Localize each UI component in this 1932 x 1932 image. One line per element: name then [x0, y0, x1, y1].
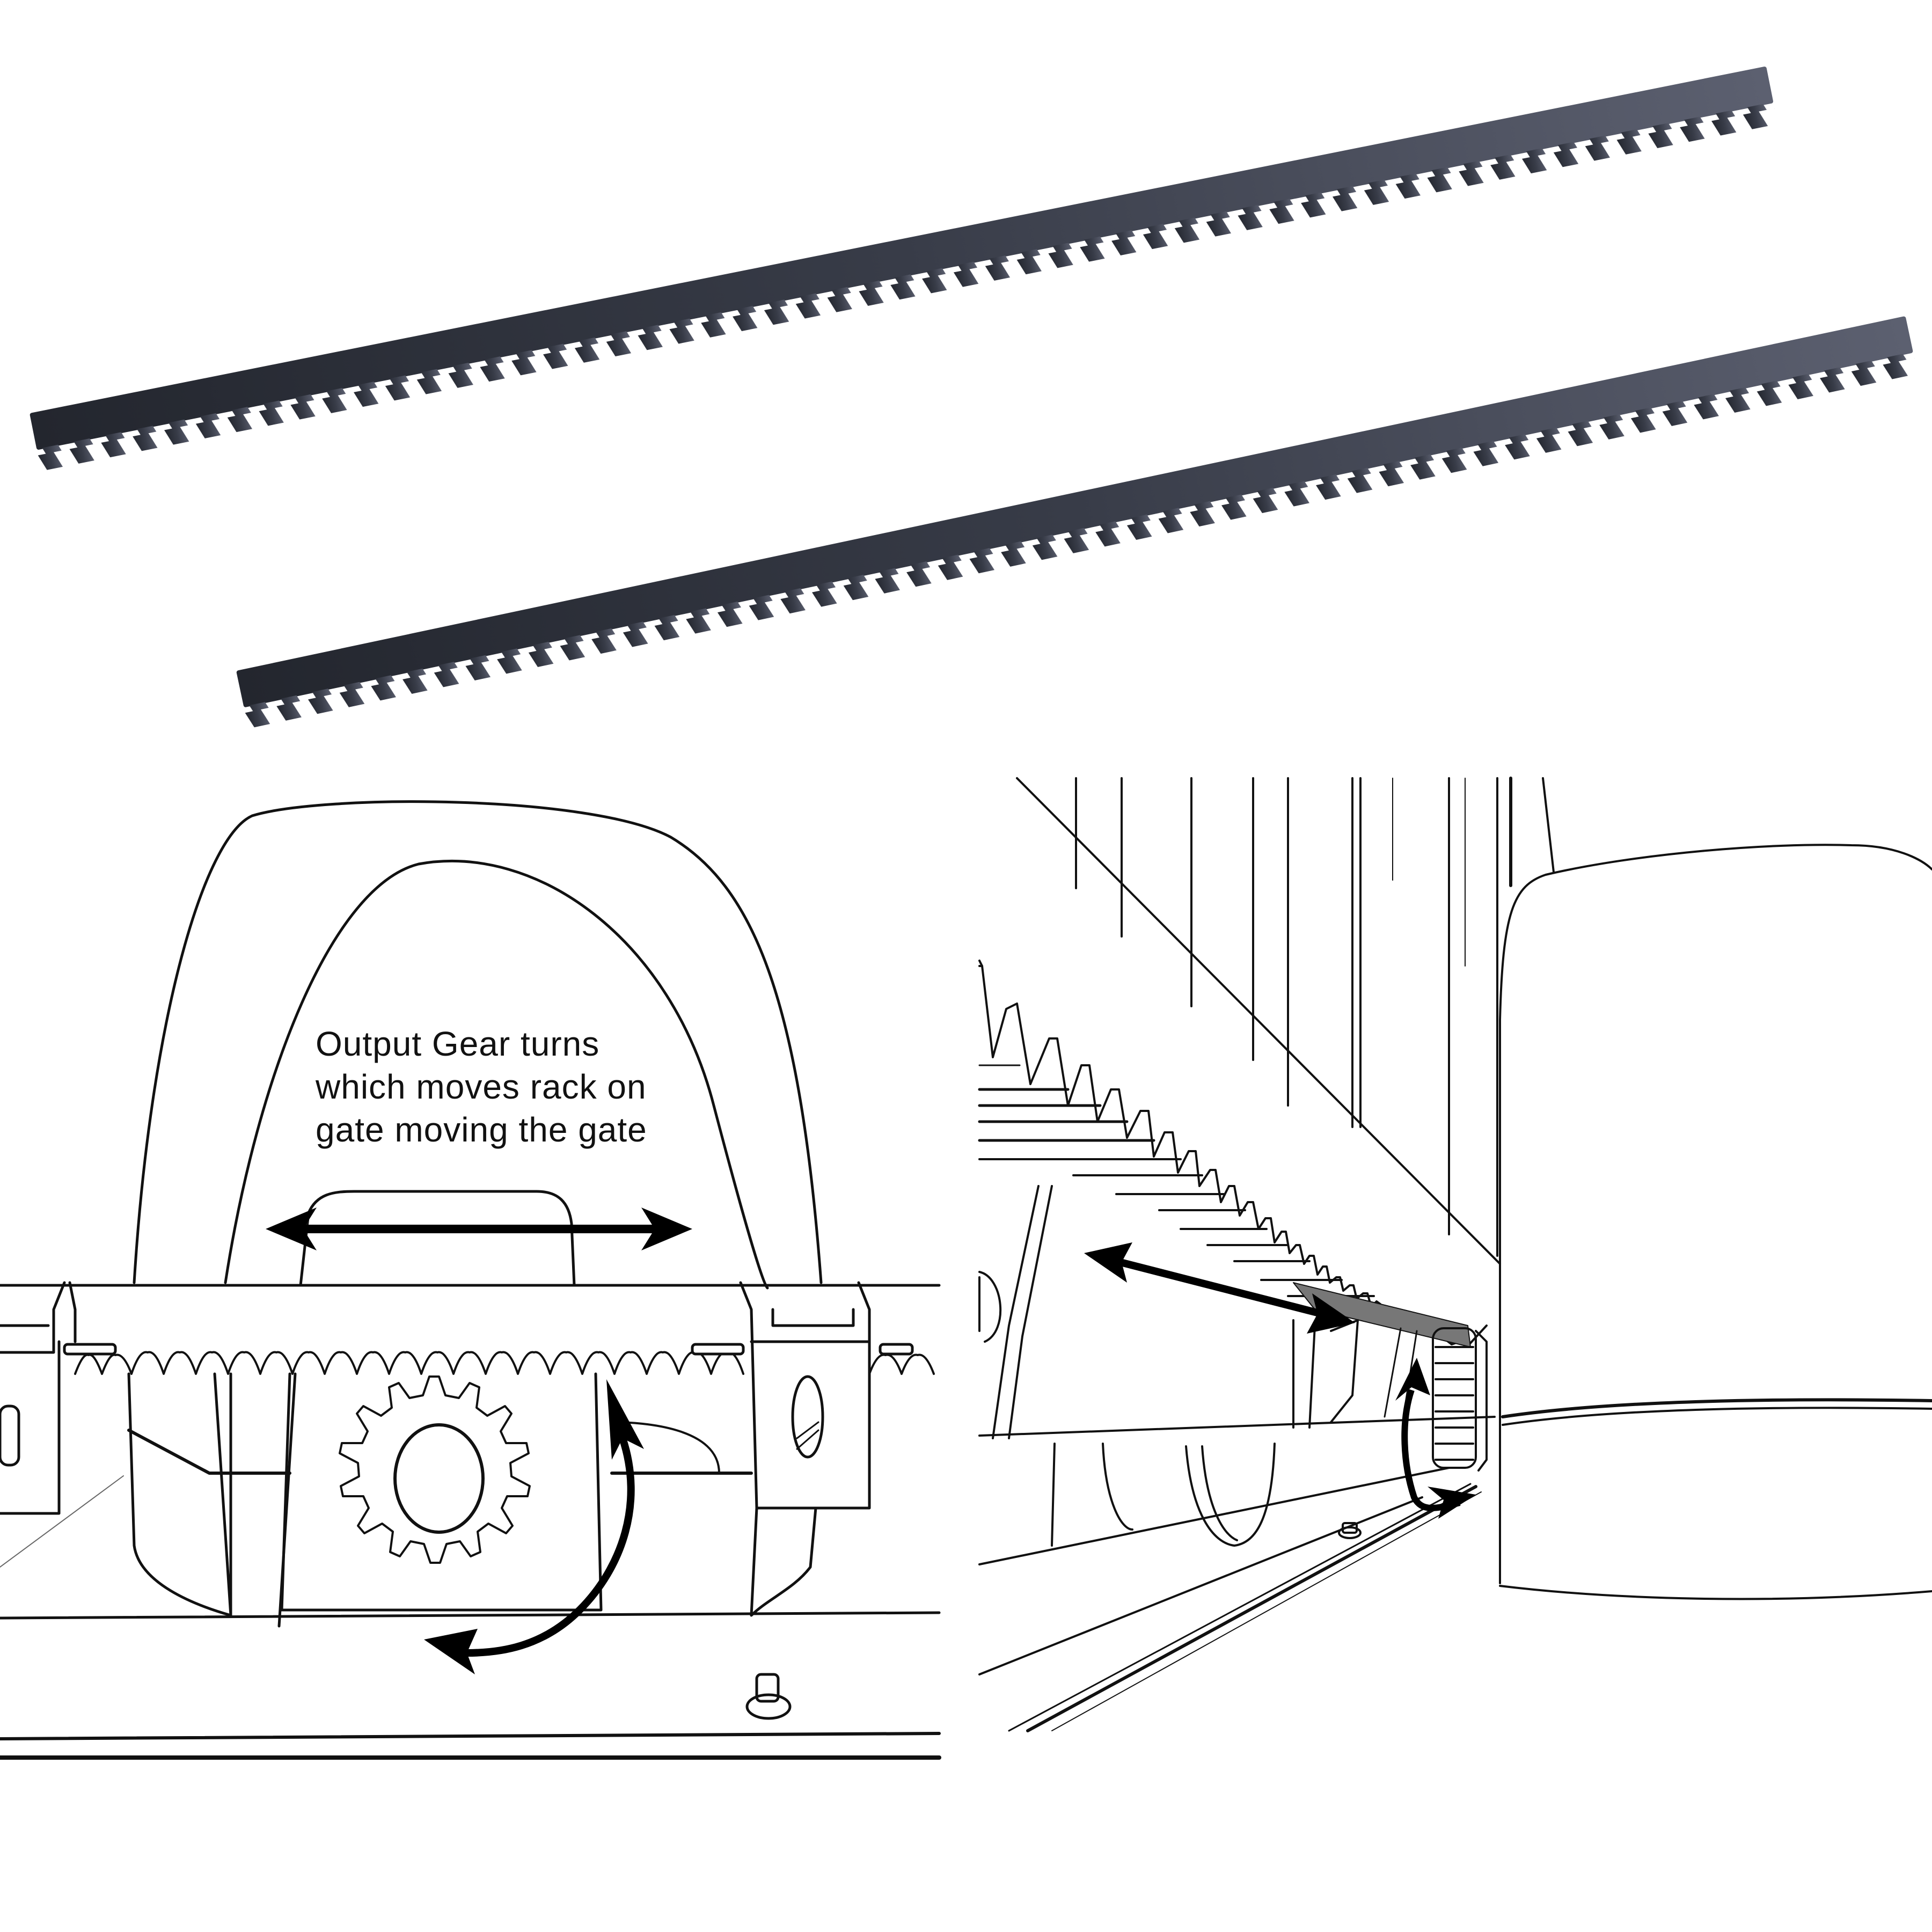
output-gear-perspective — [1432, 1327, 1488, 1472]
diagram-caption: Output Gear turns which moves rack on ga… — [316, 1022, 702, 1151]
rotation-arrow — [1395, 1358, 1476, 1519]
rack-teeth — [36, 102, 1778, 471]
caption-line-3: gate moving the gate — [316, 1110, 647, 1149]
rotation-arrow — [424, 1379, 644, 1674]
gear-rack-lower — [236, 316, 1918, 729]
gear-rack-perspective — [978, 960, 1488, 1348]
motor-housing — [1499, 844, 1932, 1600]
caption-line-2: which moves rack on — [316, 1067, 647, 1106]
motor-cover-inner — [224, 860, 769, 1290]
output-gear — [339, 1375, 531, 1564]
gear-rack-profile — [74, 1351, 744, 1375]
gear-rack-upper — [30, 67, 1778, 471]
linear-motion-arrow — [266, 1208, 692, 1250]
motor-housing-outline — [133, 800, 823, 1284]
gear-hub — [393, 1423, 485, 1534]
base-bolt-icon — [745, 1673, 792, 1720]
linear-motion-arrow — [1084, 1242, 1355, 1334]
rack-teeth — [244, 352, 1918, 729]
caption-line-1: Output Gear turns — [316, 1024, 600, 1063]
ground-bolt-icon — [1338, 1522, 1362, 1539]
